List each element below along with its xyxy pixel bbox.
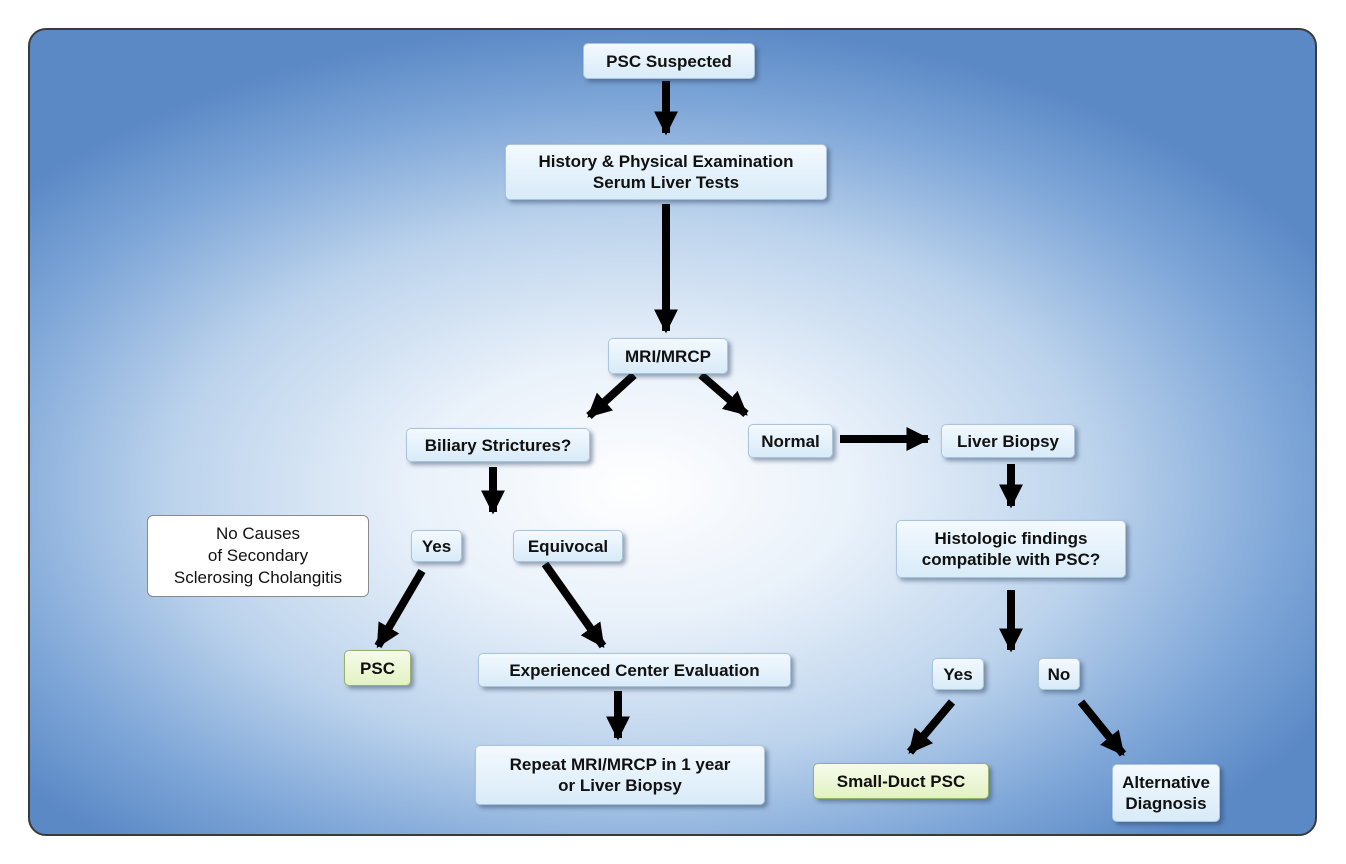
node-biliary-strictures-label: Biliary Strictures? bbox=[424, 435, 572, 455]
node-liver-biopsy: Liver Biopsy bbox=[941, 424, 1075, 458]
node-repeat-mri: Repeat MRI/MRCP in 1 year or Liver Biops… bbox=[475, 745, 765, 805]
node-small-duct-psc: Small-Duct PSC bbox=[813, 763, 989, 799]
arrow-equivocal-to-center bbox=[541, 561, 607, 649]
node-no-histologic-label: No bbox=[1047, 664, 1071, 684]
node-biliary-strictures: Biliary Strictures? bbox=[406, 428, 590, 462]
node-history-exam-line1: History & Physical Examination bbox=[538, 152, 794, 171]
arrow-no-to-alternative bbox=[1077, 699, 1127, 757]
node-alternative-diagnosis: Alternative Diagnosis bbox=[1112, 764, 1220, 822]
node-yes-histologic: Yes bbox=[932, 658, 984, 690]
node-history-exam-line2: Serum Liver Tests bbox=[592, 173, 740, 192]
node-psc-result: PSC bbox=[344, 650, 411, 686]
node-equivocal: Equivocal bbox=[513, 530, 623, 562]
node-no-histologic: No bbox=[1038, 658, 1080, 690]
note-no-secondary-causes: No Causes of Secondary Sclerosing Cholan… bbox=[147, 515, 369, 597]
node-experienced-center: Experienced Center Evaluation bbox=[478, 653, 791, 687]
node-alternative-line2: Diagnosis bbox=[1125, 794, 1207, 813]
arrow-yes-to-smallduct bbox=[906, 699, 956, 755]
node-mri-mrcp: MRI/MRCP bbox=[608, 338, 728, 374]
node-alternative-line1: Alternative bbox=[1122, 773, 1210, 792]
note-line1: No Causes bbox=[215, 524, 301, 543]
node-normal: Normal bbox=[748, 424, 833, 458]
node-equivocal-label: Equivocal bbox=[527, 536, 609, 556]
node-yes-histologic-label: Yes bbox=[943, 664, 973, 684]
diagram-frame: PSC Suspected History & Physical Examina… bbox=[28, 28, 1317, 836]
node-history-exam: History & Physical Examination Serum Liv… bbox=[505, 144, 827, 200]
arrow-mri-to-biliary bbox=[586, 372, 637, 419]
node-histologic-line1: Histologic findings bbox=[934, 529, 1088, 548]
node-repeat-line2: or Liver Biopsy bbox=[558, 776, 682, 795]
node-histologic-line2: compatible with PSC? bbox=[921, 550, 1101, 569]
node-mri-mrcp-label: MRI/MRCP bbox=[625, 346, 711, 366]
node-yes-strictures: Yes bbox=[411, 530, 462, 562]
node-repeat-line1: Repeat MRI/MRCP in 1 year bbox=[509, 755, 731, 774]
arrow-yes-to-psc bbox=[374, 568, 426, 649]
node-yes-strictures-label: Yes bbox=[421, 536, 452, 556]
node-psc-suspected-label: PSC Suspected bbox=[606, 51, 732, 71]
note-line3: Sclerosing Cholangitis bbox=[173, 568, 343, 587]
note-line2: of Secondary bbox=[207, 546, 309, 565]
node-psc-suspected: PSC Suspected bbox=[583, 43, 755, 79]
arrows-layer bbox=[374, 81, 1127, 757]
node-small-duct-psc-label: Small-Duct PSC bbox=[836, 771, 966, 791]
node-experienced-center-label: Experienced Center Evaluation bbox=[509, 660, 760, 680]
arrow-mri-to-normal bbox=[698, 371, 749, 418]
node-normal-label: Normal bbox=[761, 431, 820, 451]
node-liver-biopsy-label: Liver Biopsy bbox=[956, 431, 1060, 451]
node-psc-result-label: PSC bbox=[360, 658, 395, 678]
node-histologic-findings: Histologic findings compatible with PSC? bbox=[896, 520, 1126, 578]
